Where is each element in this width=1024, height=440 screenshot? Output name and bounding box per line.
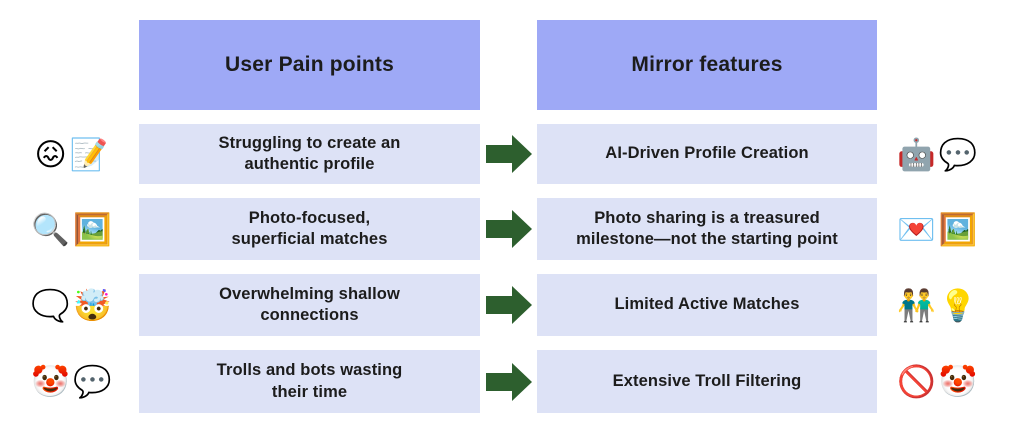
framed-picture-icon: 🖼️ xyxy=(73,211,112,247)
row-3-right-icons: 👬 💡 xyxy=(877,274,1024,336)
right-arrow-icon xyxy=(485,286,532,324)
speech-balloon-icon: 💬 xyxy=(73,364,112,399)
row-4-right-icons: 🚫 🤡 xyxy=(877,350,1024,413)
love-letter-icon: 💌 xyxy=(897,211,936,247)
pain-point-box-2: Photo-focused, superficial matches xyxy=(139,198,480,260)
pain-point-box-3: Overwhelming shallow connections xyxy=(139,274,480,336)
left-speech-bubble-icon: 🗨️ xyxy=(31,287,70,323)
row-4-left-icons: 🤡 💬 xyxy=(0,350,139,413)
men-holding-hands-icon: 👬 xyxy=(897,287,936,323)
magnifying-glass-icon: 🔍 xyxy=(31,211,70,247)
mirror-feature-box-2: Photo sharing is a treasured milestone—n… xyxy=(537,198,877,260)
exploding-head-icon: 🤯 xyxy=(73,287,112,323)
mirror-features-header: Mirror features xyxy=(631,53,783,76)
confounded-face-icon: 😖 xyxy=(34,136,67,172)
mirror-feature-text-4: Extensive Troll Filtering xyxy=(612,371,802,390)
arrow-cell-1 xyxy=(480,124,537,184)
pain-points-header-box: User Pain points xyxy=(139,20,480,110)
mirror-feature-text-1: AI-Driven Profile Creation xyxy=(605,144,809,163)
arrow-cell-2 xyxy=(480,198,537,260)
row-3-left-icons: 🗨️ 🤯 xyxy=(0,274,139,336)
pain-point-text-1: Struggling to create an authentic profil… xyxy=(218,133,401,173)
pain-point-text-4: Trolls and bots wasting their time xyxy=(216,361,403,401)
mirror-feature-box-4: Extensive Troll Filtering xyxy=(537,350,877,413)
pain-points-header: User Pain points xyxy=(225,53,394,76)
memo-icon: 📝 xyxy=(69,136,109,172)
arrow-cell-4 xyxy=(480,350,537,413)
pain-point-box-1: Struggling to create an authentic profil… xyxy=(139,124,480,184)
mirror-feature-box-3: Limited Active Matches xyxy=(537,274,877,336)
mirror-features-header-box: Mirror features xyxy=(537,20,877,110)
clown-face-icon: 🤡 xyxy=(31,364,70,399)
arrow-cell-3 xyxy=(480,274,537,336)
row-1-left-icons: 😖 📝 xyxy=(0,124,139,184)
light-bulb-icon: 💡 xyxy=(938,287,978,323)
row-2-right-icons: 💌 🖼️ xyxy=(877,198,1024,260)
pain-point-text-2: Photo-focused, superficial matches xyxy=(231,208,388,248)
right-arrow-icon xyxy=(485,362,532,401)
framed-picture-icon: 🖼️ xyxy=(938,211,978,247)
pain-point-box-4: Trolls and bots wasting their time xyxy=(139,350,480,413)
speech-balloon-icon: 💬 xyxy=(938,136,978,172)
right-arrow-icon xyxy=(485,135,532,173)
prohibited-icon: 🚫 xyxy=(897,364,936,399)
mirror-feature-text-3: Limited Active Matches xyxy=(614,295,800,314)
robot-icon: 🤖 xyxy=(897,136,936,172)
clown-face-icon: 🤡 xyxy=(938,364,978,399)
pain-point-text-3: Overwhelming shallow connections xyxy=(219,284,400,324)
mirror-feature-box-1: AI-Driven Profile Creation xyxy=(537,124,877,184)
row-1-right-icons: 🤖 💬 xyxy=(877,124,1024,184)
mirror-feature-text-2: Photo sharing is a treasured milestone—n… xyxy=(576,208,838,248)
right-arrow-icon xyxy=(485,210,532,248)
row-2-left-icons: 🔍 🖼️ xyxy=(0,198,139,260)
